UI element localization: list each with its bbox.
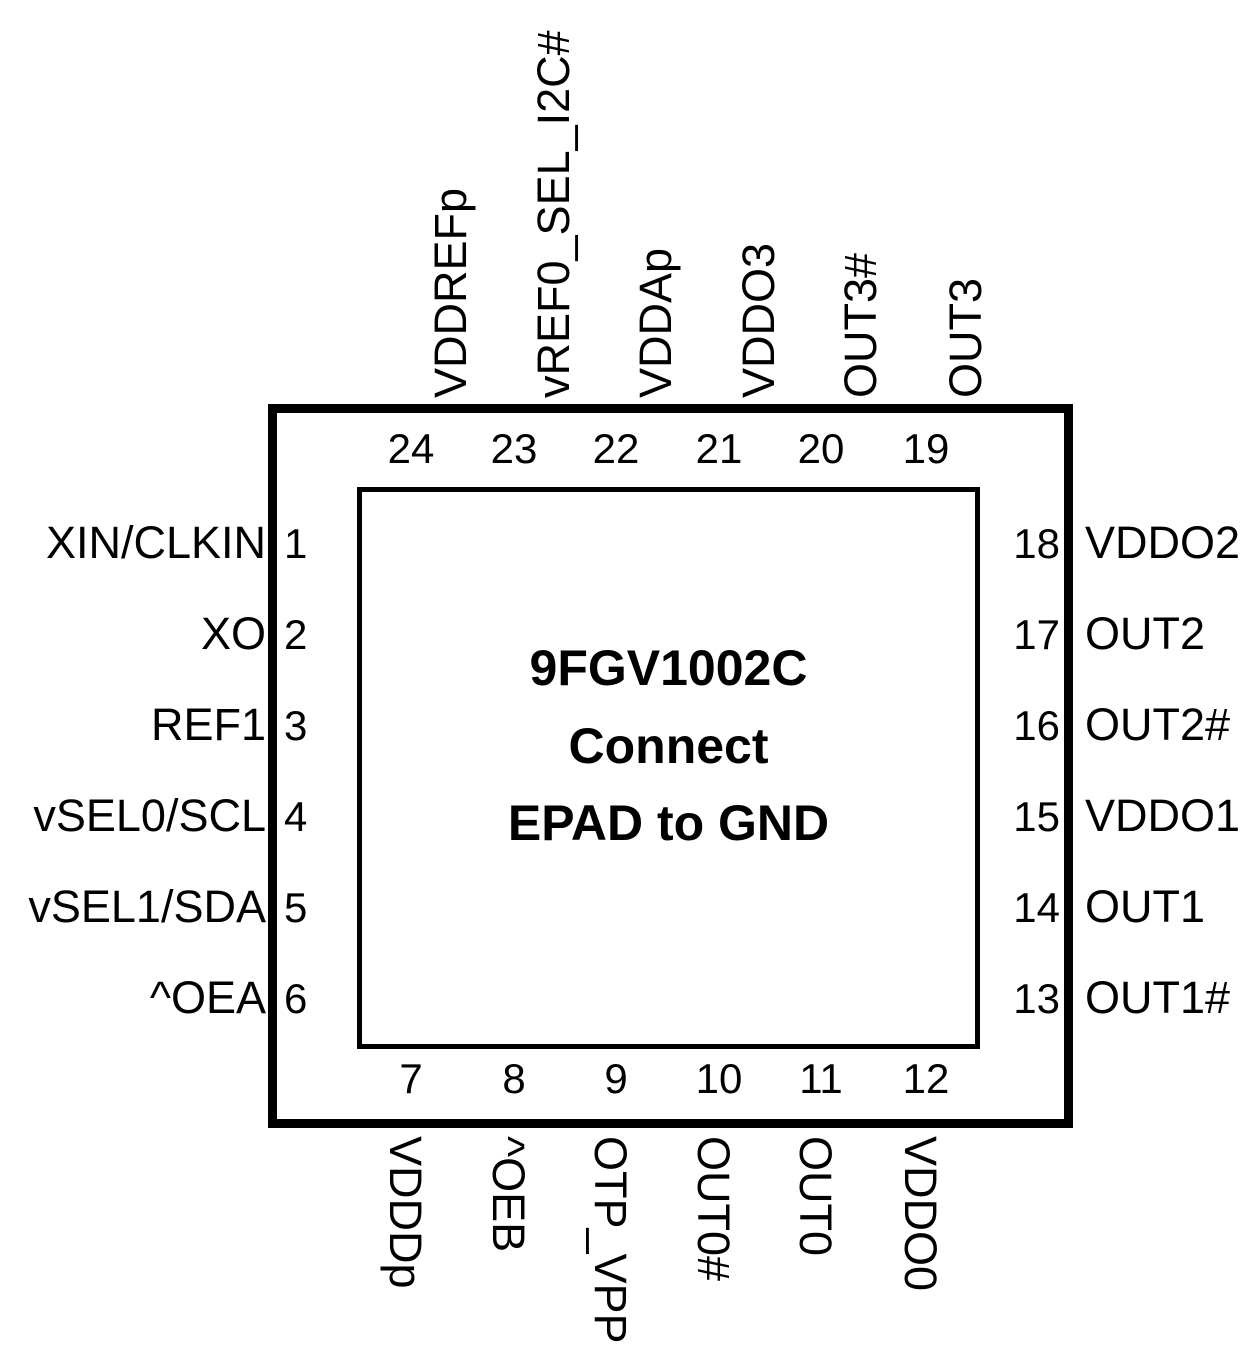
pin-label-1: XIN/CLKIN <box>45 517 266 568</box>
pin-number-7: 7 <box>399 1055 423 1102</box>
pin-label-16: OUT2# <box>1085 699 1231 750</box>
epad-note-line2: EPAD to GND <box>507 795 830 851</box>
pin-number-3: 3 <box>284 702 308 749</box>
pin-label-21: VDDO3 <box>733 242 784 398</box>
pin-label-17: OUT2 <box>1085 608 1206 659</box>
pin-label-19: OUT3 <box>940 277 991 398</box>
pin-number-24: 24 <box>387 425 435 472</box>
pin-number-5: 5 <box>284 884 308 931</box>
pin-label-24: VDDREFp <box>425 187 476 398</box>
pin-number-4: 4 <box>284 793 308 840</box>
part-number: 9FGV1002C <box>529 640 808 696</box>
pin-number-14: 14 <box>1013 884 1060 931</box>
pin-label-11: OUT0 <box>790 1136 841 1257</box>
pin-label-12: VDDO0 <box>895 1136 946 1292</box>
pin-label-15: VDDO1 <box>1085 790 1241 841</box>
pin-number-12: 12 <box>902 1055 950 1102</box>
pin-number-1: 1 <box>284 520 308 567</box>
pin-number-9: 9 <box>604 1055 628 1102</box>
pin-label-5: vSEL1/SDA <box>28 881 266 932</box>
pin-number-15: 15 <box>1013 793 1060 840</box>
exposed-pad-outline <box>357 487 980 1049</box>
pin-number-17: 17 <box>1013 611 1060 658</box>
pin-label-4: vSEL0/SCL <box>33 790 266 841</box>
pin-number-10: 10 <box>695 1055 743 1102</box>
pin-label-9: OTP_VPP <box>585 1136 636 1344</box>
pin-label-18: VDDO2 <box>1085 517 1241 568</box>
pin-number-22: 22 <box>592 425 640 472</box>
pin-label-8: ^OEB <box>483 1136 534 1253</box>
pin-number-19: 19 <box>902 425 950 472</box>
package-center-text: 9FGV1002C Connect EPAD to GND <box>357 630 980 863</box>
pin-number-18: 18 <box>1013 520 1060 567</box>
pin-label-6: ^OEA <box>149 972 266 1023</box>
pin-number-23: 23 <box>490 425 538 472</box>
pin-label-22: VDDAp <box>630 247 681 398</box>
pin-number-6: 6 <box>284 975 308 1022</box>
pin-number-13: 13 <box>1013 975 1060 1022</box>
pin-number-16: 16 <box>1013 702 1060 749</box>
pin-number-11: 11 <box>799 1055 843 1102</box>
pin-label-2: XO <box>200 608 266 659</box>
pin-label-7: VDDDp <box>380 1136 431 1289</box>
pin-label-10: OUT0# <box>688 1136 739 1282</box>
pin-label-13: OUT1# <box>1085 972 1231 1023</box>
pin-number-21: 21 <box>695 425 743 472</box>
pin-label-14: OUT1 <box>1085 881 1206 932</box>
pin-number-20: 20 <box>797 425 845 472</box>
pin-label-23: vREF0_SEL_I2C# <box>528 30 579 398</box>
pin-label-20: OUT3# <box>835 252 886 398</box>
pin-number-8: 8 <box>502 1055 526 1102</box>
pin-label-3: REF1 <box>150 699 266 750</box>
epad-note-line1: Connect <box>568 717 769 774</box>
pin-number-2: 2 <box>284 611 308 658</box>
